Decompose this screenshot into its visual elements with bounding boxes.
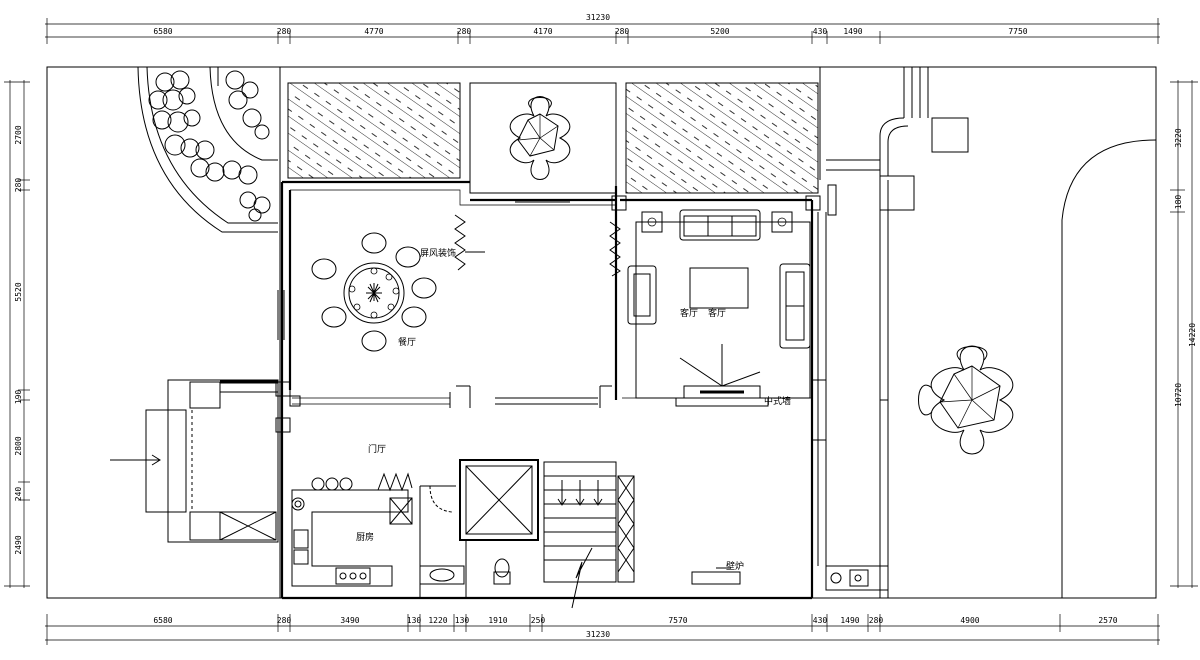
bottom-dimension-lines bbox=[45, 614, 1160, 645]
right-dim: 180 bbox=[1174, 195, 1183, 210]
bathroom bbox=[419, 485, 530, 598]
bottom-dim: 130 bbox=[455, 616, 470, 625]
bottom-dim: 2570 bbox=[1098, 616, 1117, 625]
sofa-right bbox=[779, 263, 811, 349]
plant-centerpiece-icon bbox=[366, 283, 382, 303]
bottom-dim: 280 bbox=[869, 616, 884, 625]
left-dim: 2490 bbox=[14, 535, 23, 554]
sliding-door-top bbox=[470, 198, 616, 206]
top-dim: 280 bbox=[615, 27, 630, 36]
bottom-dim: 130 bbox=[407, 616, 422, 625]
left-dimension-lines bbox=[4, 80, 30, 588]
left-dim: 280 bbox=[14, 178, 23, 193]
tv-wall-label: 中式墙 bbox=[764, 395, 791, 407]
bottom-dim: 1910 bbox=[488, 616, 507, 625]
entrance-spring-screen bbox=[377, 472, 413, 492]
top-dim: 6580 bbox=[153, 27, 172, 36]
terrace-left bbox=[287, 82, 461, 179]
bottom-dim: 1220 bbox=[428, 616, 447, 625]
dining-room-label: 餐厅 bbox=[398, 336, 416, 348]
screen-partition bbox=[454, 214, 621, 277]
elevator-shaft bbox=[459, 459, 539, 541]
top-dim: 280 bbox=[277, 27, 292, 36]
right-corridor bbox=[812, 67, 969, 598]
bottom-dim: 7570 bbox=[668, 616, 687, 625]
top-dim: 4170 bbox=[533, 27, 552, 36]
right-dimension-labels: 3220 180 14220 10720 bbox=[1174, 128, 1197, 407]
right-dim: 3220 bbox=[1174, 128, 1183, 147]
living-room-area bbox=[627, 209, 811, 407]
sofa-top bbox=[679, 209, 761, 241]
dining-west-window bbox=[277, 290, 285, 340]
bottom-dim: 280 bbox=[277, 616, 292, 625]
kitchen-area bbox=[291, 477, 413, 587]
bottom-dim: 1490 bbox=[840, 616, 859, 625]
left-dimension-labels: 2700 280 5520 190 2800 240 2490 bbox=[14, 125, 23, 554]
top-dimension-labels: 31230 6580 280 4770 280 4170 280 5200 43… bbox=[153, 13, 1027, 36]
bottom-dim: 3490 bbox=[340, 616, 359, 625]
top-total-dim: 31230 bbox=[586, 13, 610, 22]
top-dim: 430 bbox=[813, 27, 828, 36]
right-dim: 14220 bbox=[1188, 323, 1197, 347]
sofa-left bbox=[627, 265, 657, 325]
living-room-label-1: 客厅 bbox=[680, 307, 698, 319]
patio-umbrella-set-right bbox=[918, 345, 1014, 455]
tv-unit bbox=[675, 344, 769, 407]
right-dimension-lines bbox=[1170, 80, 1198, 588]
top-dim: 5200 bbox=[710, 27, 729, 36]
yard-curve-edge bbox=[1061, 139, 1157, 598]
bottom-dimension-labels: 6580 280 3490 130 1220 130 1910 250 7570… bbox=[153, 616, 1117, 639]
fireplace bbox=[691, 567, 741, 585]
bottom-dim: 4900 bbox=[960, 616, 979, 625]
left-dim: 190 bbox=[14, 390, 23, 405]
dining-table-set bbox=[311, 232, 437, 352]
entrance-hall-label: 门厅 bbox=[368, 443, 386, 455]
kitchen-label: 厨房 bbox=[356, 531, 374, 543]
house-walls bbox=[275, 67, 837, 600]
screen-decoration-label: 屏风装饰 bbox=[420, 247, 456, 259]
top-dim: 1490 bbox=[843, 27, 862, 36]
top-dim: 280 bbox=[457, 27, 472, 36]
top-dimension-lines bbox=[45, 18, 1160, 44]
left-dim: 2800 bbox=[14, 436, 23, 455]
top-dim: 7750 bbox=[1008, 27, 1027, 36]
patio-umbrella-set bbox=[509, 96, 571, 180]
garden-planter bbox=[137, 66, 278, 233]
terrace-center bbox=[469, 82, 617, 194]
fireplace-label: 壁炉 bbox=[726, 560, 744, 572]
bottom-total-dim: 31230 bbox=[586, 630, 610, 639]
left-dim: 240 bbox=[14, 487, 23, 502]
bottom-dim: 430 bbox=[813, 616, 828, 625]
dining-chair-group bbox=[311, 232, 437, 352]
staircase bbox=[543, 461, 635, 609]
shrub-cluster bbox=[148, 70, 271, 222]
entrance-porch bbox=[110, 379, 279, 543]
left-dim: 5520 bbox=[14, 282, 23, 301]
bottom-dim: 250 bbox=[531, 616, 546, 625]
top-dim: 4770 bbox=[364, 27, 383, 36]
right-dim: 10720 bbox=[1174, 383, 1183, 407]
terrace-right bbox=[625, 82, 819, 194]
coffee-table bbox=[689, 267, 749, 309]
bottom-dim: 6580 bbox=[153, 616, 172, 625]
left-dim: 2700 bbox=[14, 125, 23, 144]
living-room-label-2: 客厅 bbox=[708, 307, 726, 319]
